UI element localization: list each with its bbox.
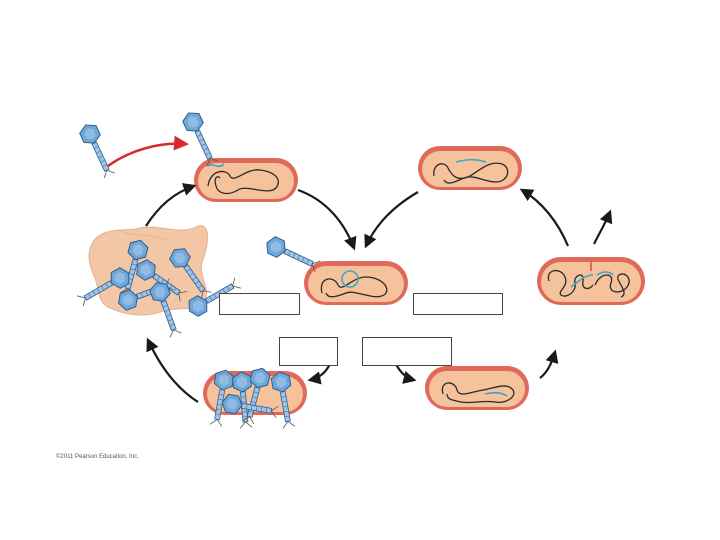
phage-icon [77,120,119,180]
red-arrow-icon [107,135,189,168]
arrow-icon [145,183,613,403]
label-box-2 [413,293,503,315]
label-box-4 [362,337,452,366]
bacterium-infection [194,158,298,202]
label-box-3 [279,337,338,366]
copyright-text: ©2011 Pearson Education, Inc. [56,454,139,460]
bacterium-daughter [425,366,529,410]
label-box-1 [219,293,300,315]
bacterium-center [304,261,408,305]
bacterium-dividing [537,257,645,305]
bacterium-lysogen [418,146,522,190]
